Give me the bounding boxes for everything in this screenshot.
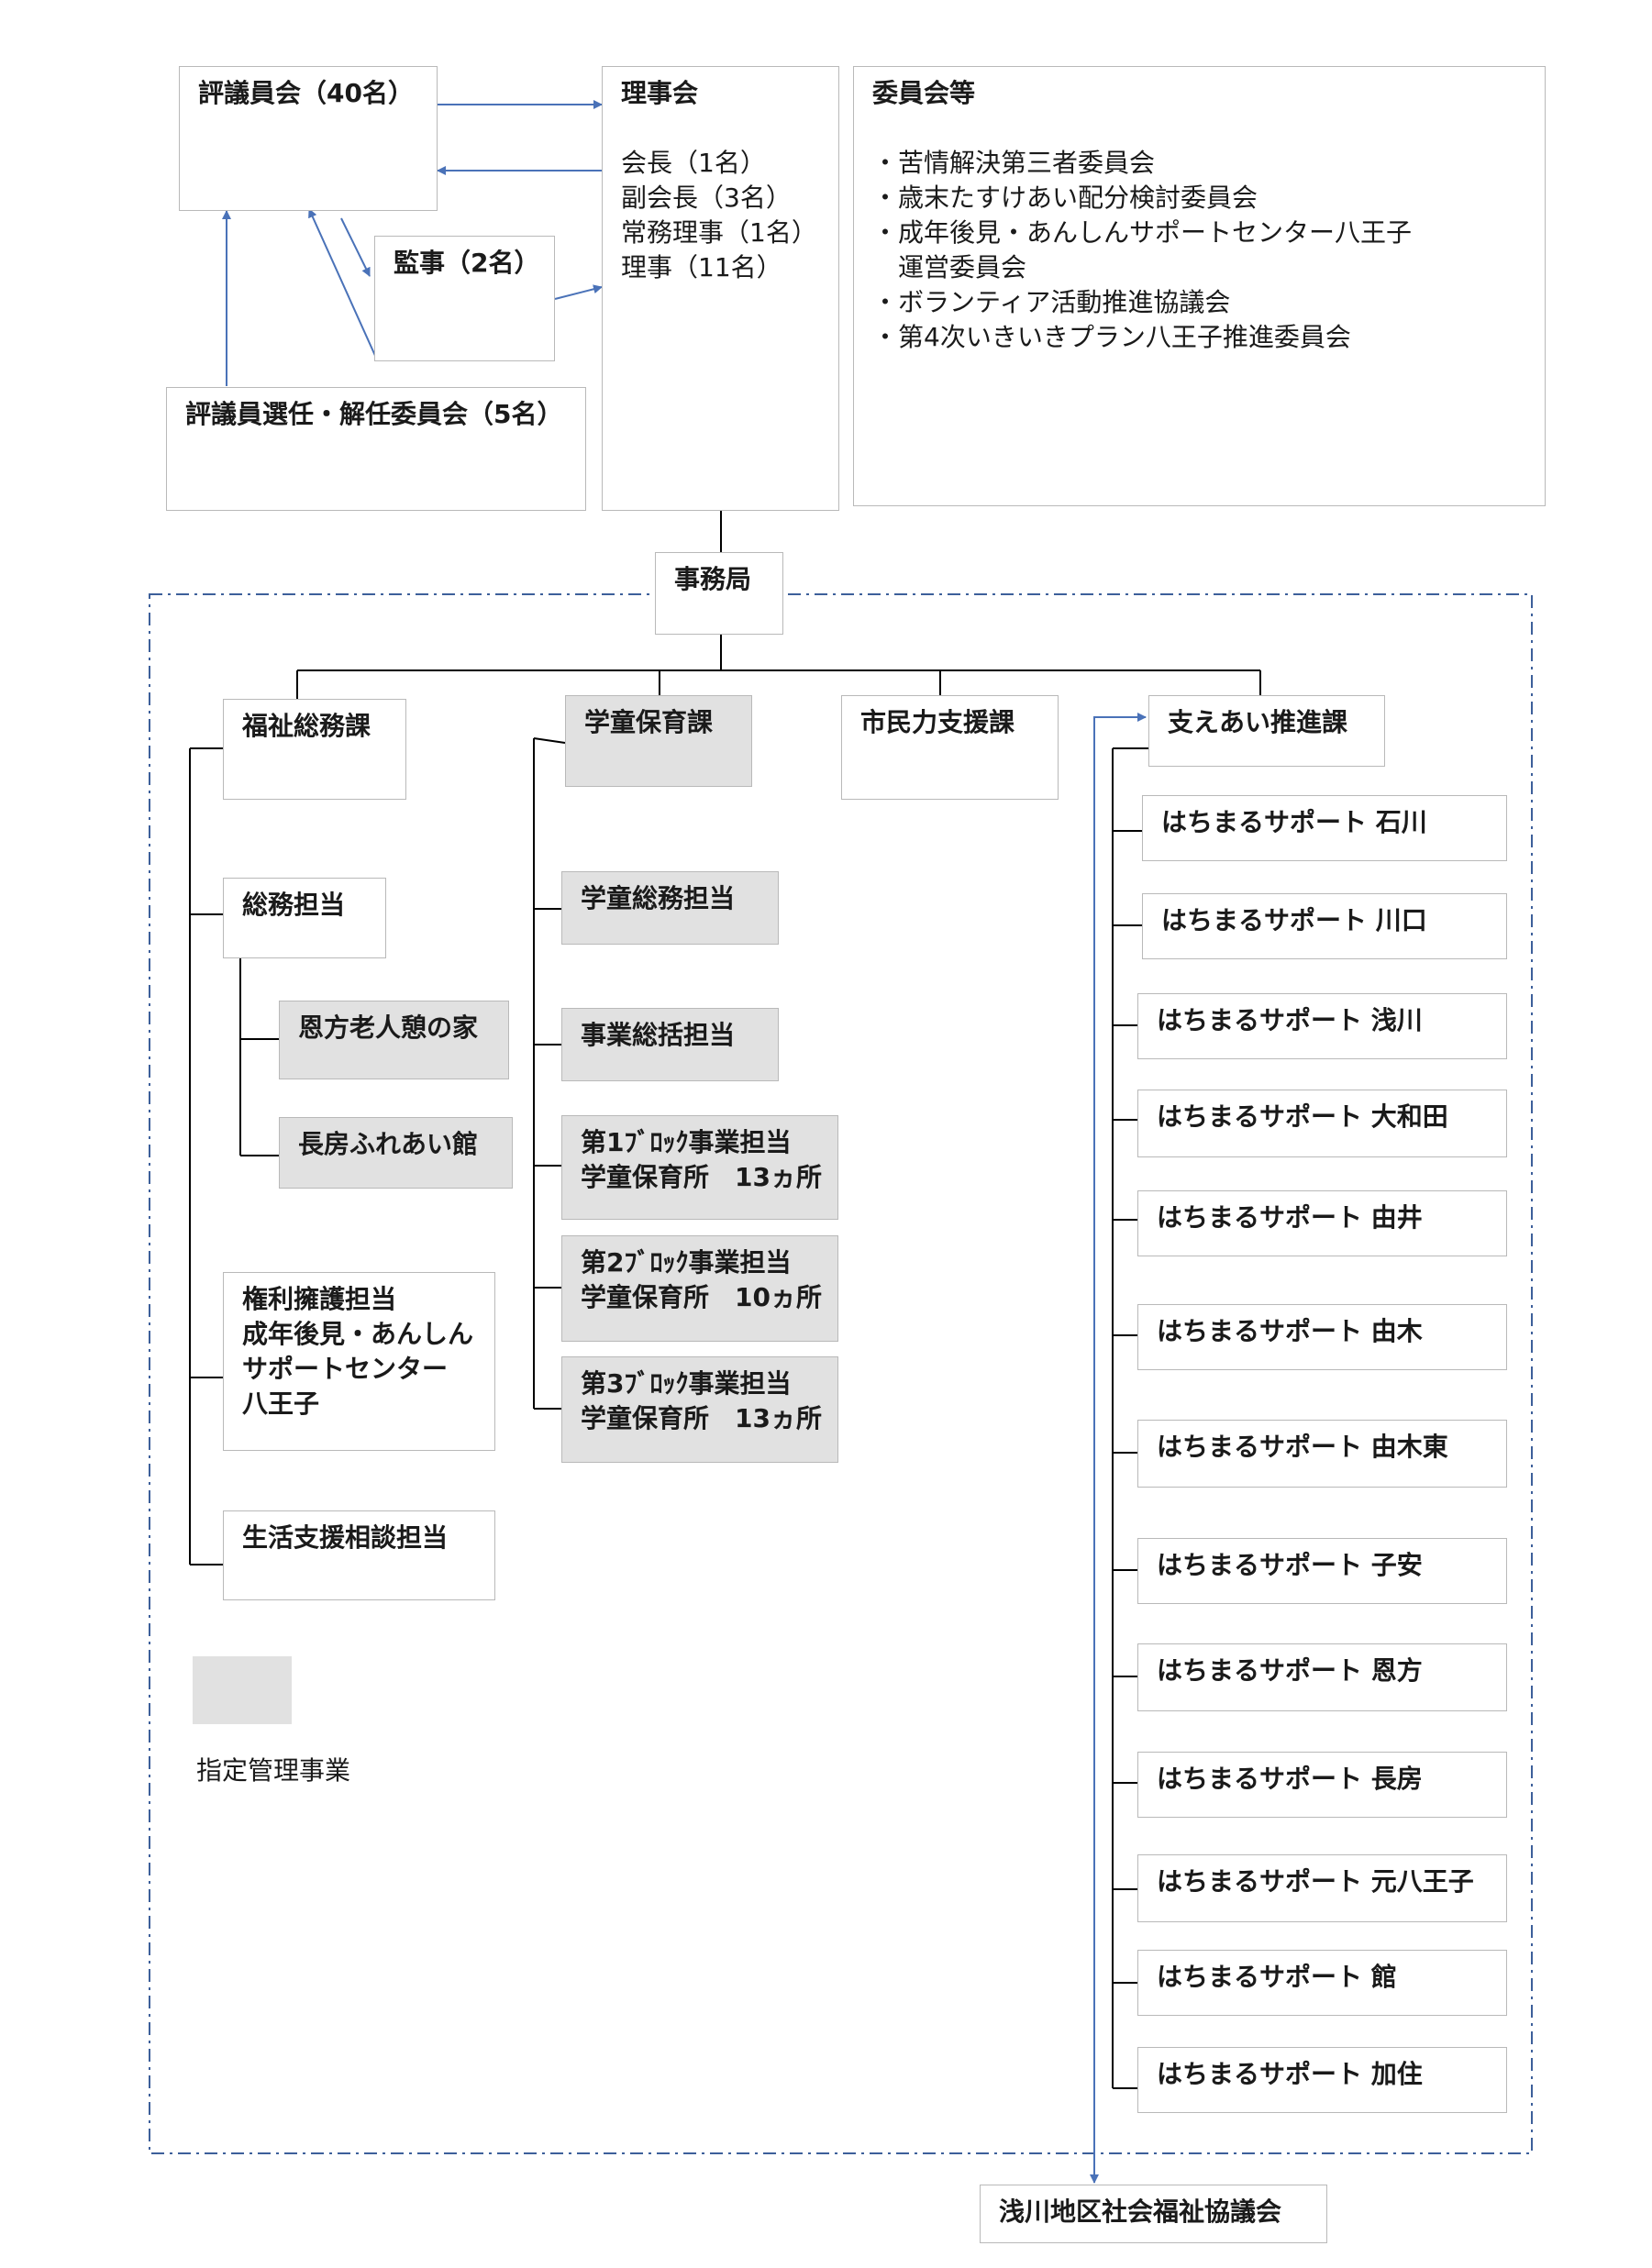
board-member: 副会長（3名） xyxy=(621,183,792,213)
board-member: 常務理事（1名） xyxy=(621,217,817,248)
rights-advocacy-line: サポートセンター xyxy=(242,1354,449,1384)
committee-item: ・苦情解決第三者委員会 xyxy=(872,148,1156,178)
mutual-support-box: 支えあい推進課 xyxy=(1148,695,1385,767)
selection-committee-box: 評議員選任・解任委員会（5名） xyxy=(166,387,586,511)
hachimaru-label: はちまるサポート 由木東 xyxy=(1157,1432,1448,1462)
nagabusa-hall-box: 長房ふれあい館 xyxy=(279,1117,513,1189)
selection-committee-label: 評議員選任・解任委員会（5名） xyxy=(185,399,563,429)
hachimaru-box: はちまるサポート 恩方 xyxy=(1137,1643,1507,1711)
hachimaru-label: はちまるサポート 由木 xyxy=(1157,1316,1423,1346)
hachimaru-label: はちまるサポート 恩方 xyxy=(1157,1655,1423,1686)
hachimaru-label: はちまるサポート 元八王子 xyxy=(1157,1866,1474,1897)
rights-advocacy-line: 八王子 xyxy=(242,1388,320,1419)
welfare-general-title: 福祉総務課 xyxy=(242,711,371,741)
councillors-label: 評議員会（40名） xyxy=(198,78,414,108)
hachimaru-box: はちまるサポート 大和田 xyxy=(1137,1090,1507,1157)
rights-advocacy-box: 権利擁護担当 成年後見・あんしん サポートセンター 八王子 xyxy=(223,1272,495,1451)
committee-item: ・第4次いきいきプラン八王子推進委員会 xyxy=(872,322,1351,352)
secretariat-label: 事務局 xyxy=(674,564,752,594)
hachimaru-label: はちまるサポート 加住 xyxy=(1157,2059,1423,2089)
childcare-general-box: 学童総務担当 xyxy=(561,871,779,945)
life-support-label: 生活支援相談担当 xyxy=(242,1522,449,1553)
block2-line: 第2ﾌﾞﾛｯｸ事業担当 xyxy=(581,1247,792,1278)
citizen-support-box: 市民力支援課 xyxy=(841,695,1059,800)
asakawa-council-box: 浅川地区社会福祉協議会 xyxy=(980,2185,1327,2243)
board-title: 理事会 xyxy=(621,78,699,108)
block1-line: 第1ﾌﾞﾛｯｸ事業担当 xyxy=(581,1127,792,1157)
auditors-label: 監事（2名） xyxy=(394,248,540,278)
governance-arrows xyxy=(222,100,603,386)
committees-title: 委員会等 xyxy=(872,78,976,108)
block3-line: 学童保育所 13ヵ所 xyxy=(581,1403,822,1433)
hachimaru-label: はちまるサポート 浅川 xyxy=(1157,1005,1423,1035)
committee-item: ・歳末たすけあい配分検討委員会 xyxy=(872,183,1258,213)
hachimaru-box: はちまるサポート 子安 xyxy=(1137,1538,1507,1604)
hachimaru-box: はちまるサポート 石川 xyxy=(1142,795,1507,861)
childcare-business-box: 事業総括担当 xyxy=(561,1008,779,1081)
board-member: 理事（11名） xyxy=(621,252,782,282)
hachimaru-label: はちまるサポート 子安 xyxy=(1157,1550,1423,1580)
hachimaru-box: はちまるサポート 由木 xyxy=(1137,1304,1507,1370)
mutual-support-title: 支えあい推進課 xyxy=(1168,707,1348,737)
rights-advocacy-line: 権利擁護担当 xyxy=(242,1284,397,1314)
block2-line: 学童保育所 10ヵ所 xyxy=(581,1282,822,1312)
legend-swatch xyxy=(193,1656,292,1724)
board-box: 理事会 会長（1名） 副会長（3名） 常務理事（1名） 理事（11名） xyxy=(602,66,839,511)
hachimaru-box: はちまるサポート 川口 xyxy=(1142,893,1507,959)
onkata-center-box: 恩方老人憩の家 xyxy=(279,1001,509,1079)
hierarchy-lines xyxy=(189,510,1261,2089)
asakawa-council-label: 浅川地区社会福祉協議会 xyxy=(999,2196,1282,2227)
general-affairs-box: 総務担当 xyxy=(223,878,386,958)
hachimaru-label: はちまるサポート 大和田 xyxy=(1157,1101,1448,1132)
childcare-business-label: 事業総括担当 xyxy=(581,1020,736,1050)
hachimaru-box: はちまるサポート 由木東 xyxy=(1137,1420,1507,1488)
hachimaru-box: はちまるサポート 由井 xyxy=(1137,1190,1507,1256)
secretariat-box: 事務局 xyxy=(655,552,783,635)
hachimaru-box: はちまるサポート 加住 xyxy=(1137,2047,1507,2113)
board-member: 会長（1名） xyxy=(621,148,766,178)
block3-line: 第3ﾌﾞﾛｯｸ事業担当 xyxy=(581,1368,792,1399)
committees-box: 委員会等 ・苦情解決第三者委員会 ・歳末たすけあい配分検討委員会 ・成年後見・あ… xyxy=(853,66,1546,506)
hachimaru-box: はちまるサポート 館 xyxy=(1137,1950,1507,2016)
hachimaru-box: はちまるサポート 元八王子 xyxy=(1137,1854,1507,1922)
life-support-box: 生活支援相談担当 xyxy=(223,1510,495,1600)
committee-item: ・ボランティア活動推進協議会 xyxy=(872,287,1231,317)
childcare-title: 学童保育課 xyxy=(584,707,714,737)
hachimaru-label: はちまるサポート 石川 xyxy=(1161,807,1427,837)
block2-box: 第2ﾌﾞﾛｯｸ事業担当 学童保育所 10ヵ所 xyxy=(561,1235,838,1342)
committee-item: 運営委員会 xyxy=(872,252,1027,282)
secretariat-boundary xyxy=(149,593,1533,2154)
welfare-general-box: 福祉総務課 xyxy=(223,699,406,800)
hachimaru-box: はちまるサポート 長房 xyxy=(1137,1752,1507,1818)
nagabusa-hall-label: 長房ふれあい館 xyxy=(298,1129,479,1159)
general-affairs-label: 総務担当 xyxy=(242,890,346,920)
childcare-general-label: 学童総務担当 xyxy=(581,883,736,913)
rights-advocacy-line: 成年後見・あんしん xyxy=(242,1319,474,1349)
block1-line: 学童保育所 13ヵ所 xyxy=(581,1162,822,1192)
block3-box: 第3ﾌﾞﾛｯｸ事業担当 学童保育所 13ヵ所 xyxy=(561,1356,838,1463)
hachimaru-box: はちまるサポート 浅川 xyxy=(1137,993,1507,1059)
citizen-support-title: 市民力支援課 xyxy=(860,707,1015,737)
hachimaru-label: はちまるサポート 川口 xyxy=(1161,905,1427,935)
legend-label: 指定管理事業 xyxy=(196,1755,351,1786)
block1-box: 第1ﾌﾞﾛｯｸ事業担当 学童保育所 13ヵ所 xyxy=(561,1115,838,1220)
asakawa-link xyxy=(1090,713,1147,2184)
committee-item: ・成年後見・あんしんサポートセンター八王子 xyxy=(872,217,1413,248)
onkata-center-label: 恩方老人憩の家 xyxy=(298,1012,479,1043)
councillors-box: 評議員会（40名） xyxy=(179,66,438,211)
auditors-box: 監事（2名） xyxy=(374,236,555,361)
hachimaru-label: はちまるサポート 長房 xyxy=(1157,1764,1423,1794)
hachimaru-label: はちまるサポート 由井 xyxy=(1157,1202,1423,1233)
childcare-box: 学童保育課 xyxy=(565,695,752,787)
hachimaru-label: はちまるサポート 館 xyxy=(1157,1962,1397,1992)
